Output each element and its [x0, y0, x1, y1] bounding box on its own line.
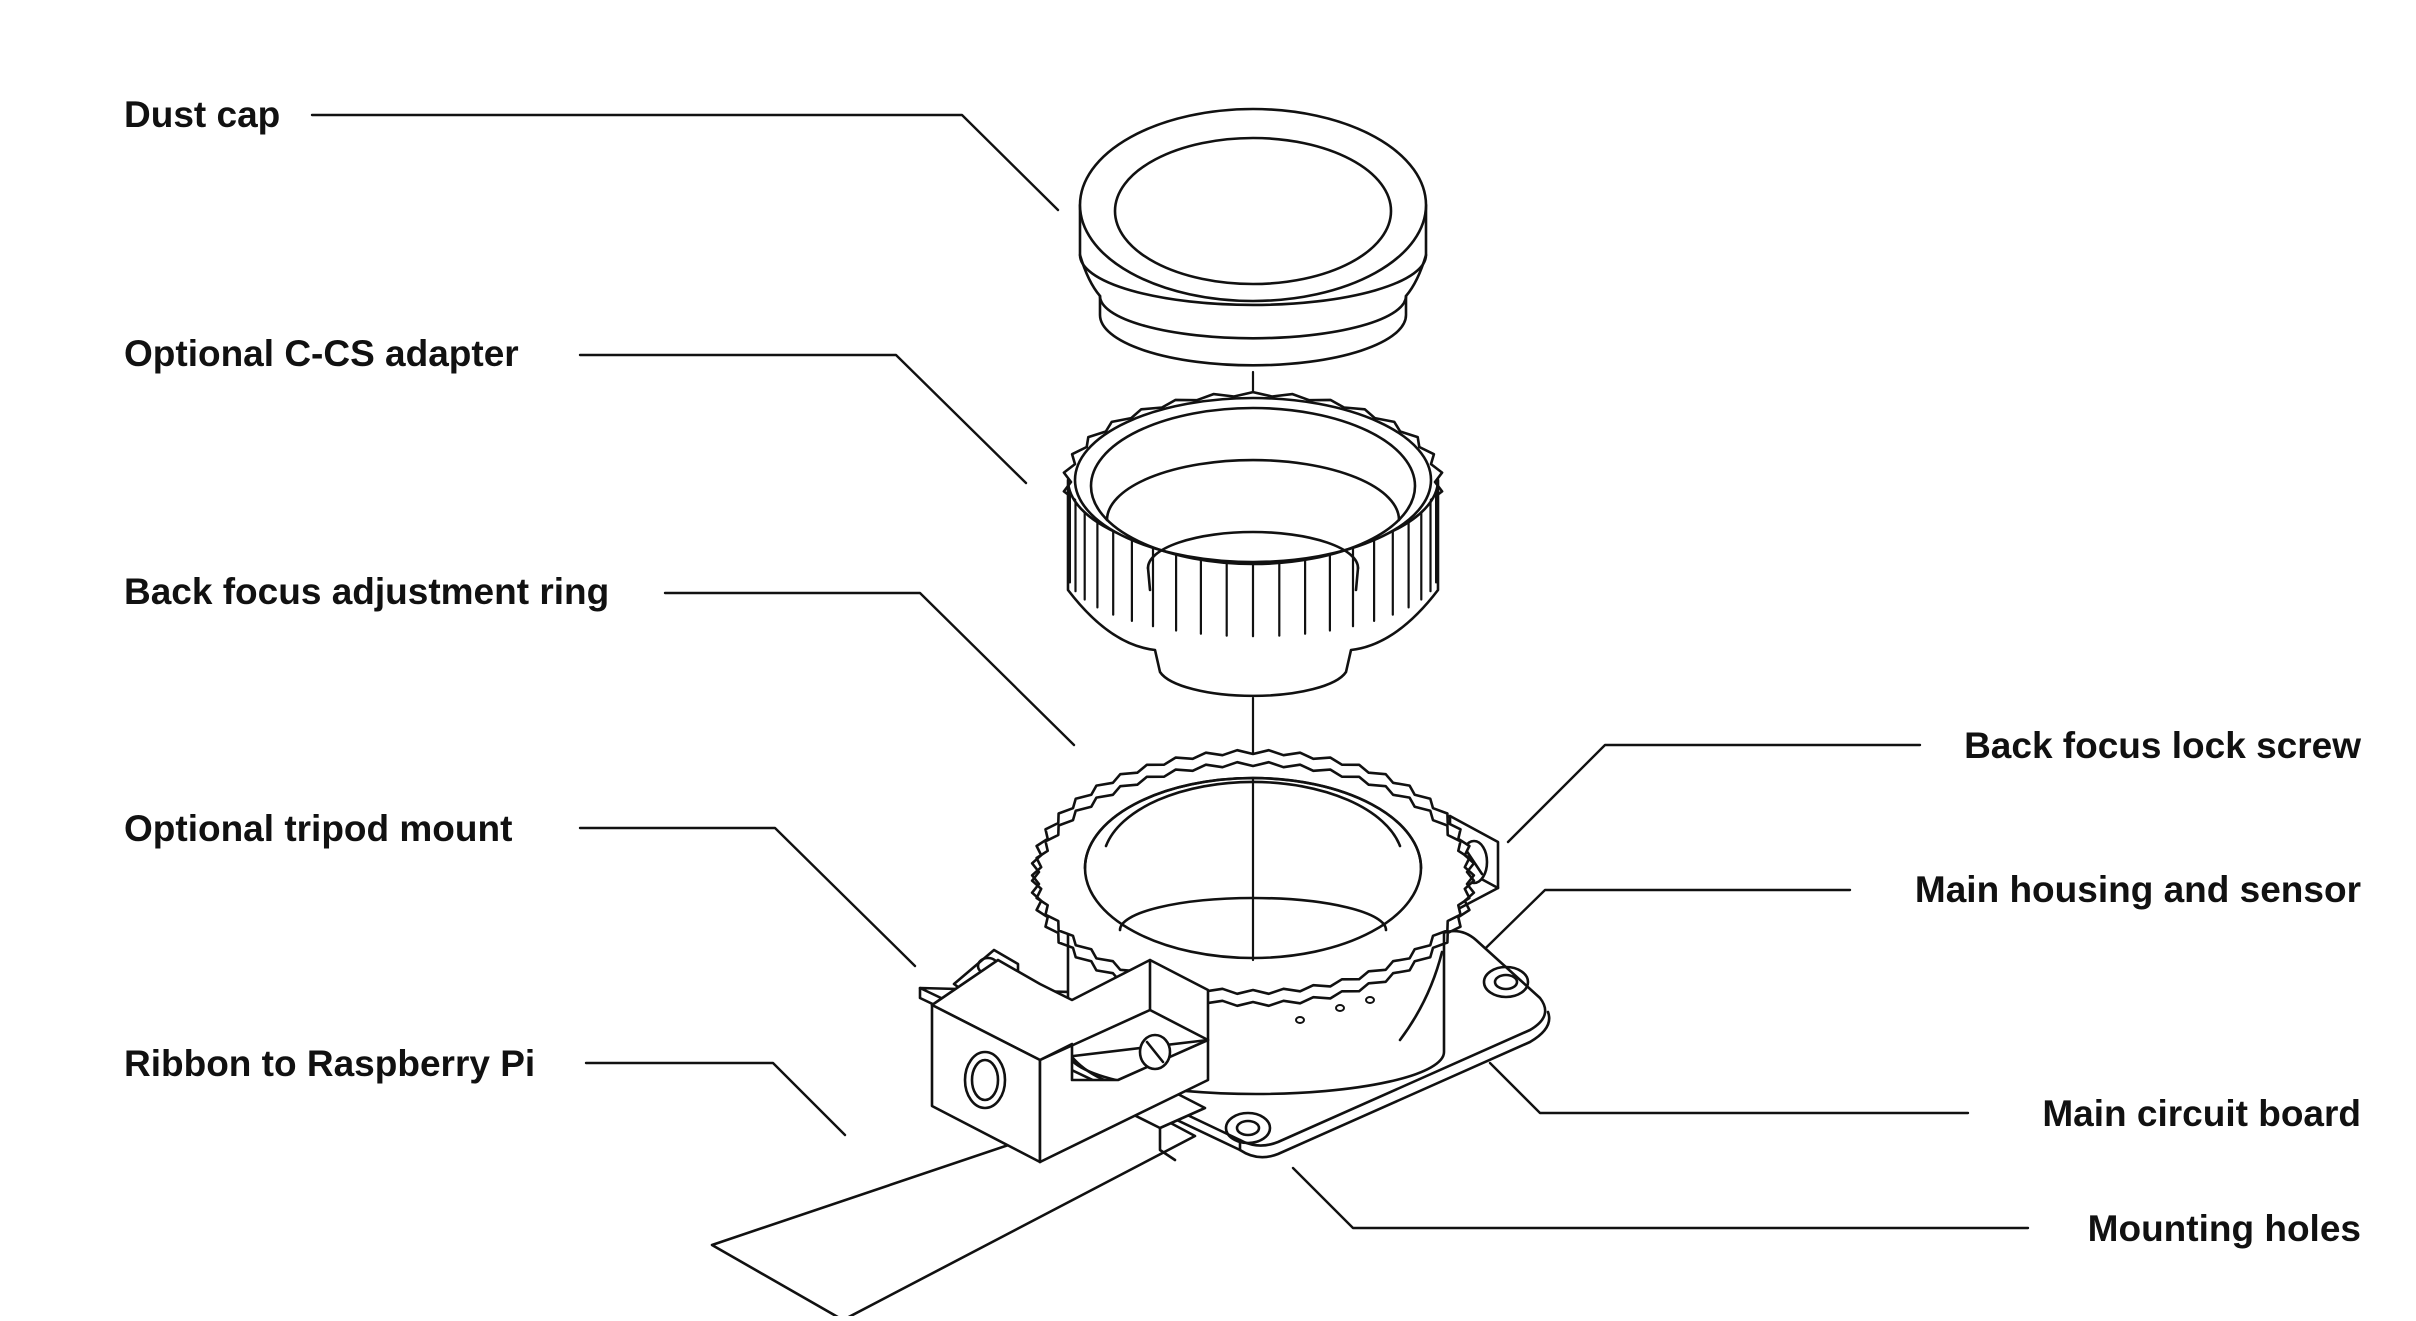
leader-mounting-holes	[1291, 1166, 2030, 1230]
adapter-bore-top	[1089, 406, 1417, 566]
c-cs-adapter	[1062, 390, 1444, 698]
tripod-thread-hole	[963, 1050, 1007, 1110]
label-dust-cap: Dust cap	[124, 94, 281, 135]
leader-dust-cap	[310, 113, 1060, 212]
ring-teeth-lower	[1030, 760, 1476, 1008]
adapter-ribs	[1068, 490, 1438, 638]
ribbon	[710, 1101, 1197, 1321]
adapter-bore-inner	[1146, 530, 1360, 570]
leader-circuit-board	[1488, 1061, 1970, 1115]
tripod-mount	[930, 948, 1210, 1164]
label-housing-sensor: Main housing and sensor	[1914, 869, 2361, 910]
mounting-hole-front	[1224, 1111, 1272, 1145]
dust-cap-top	[1078, 107, 1428, 303]
label-circuit-board: Main circuit board	[2042, 1093, 2361, 1134]
adapter-bore-step	[1105, 458, 1401, 522]
label-ribbon: Ribbon to Raspberry Pi	[124, 1043, 536, 1084]
dust-cap	[1078, 107, 1428, 367]
housing-screws	[1295, 996, 1375, 1024]
label-c-cs-adapter: Optional C-CS adapter	[124, 333, 519, 374]
adapter-top	[1073, 396, 1433, 564]
label-mounting-holes: Mounting holes	[2087, 1208, 2361, 1249]
leader-back-focus-ring	[663, 591, 1076, 747]
label-lock-screw: Back focus lock screw	[1964, 725, 2361, 766]
back-focus-ring	[1030, 748, 1476, 1008]
leader-c-cs-adapter	[578, 353, 1028, 485]
label-tripod-mount: Optional tripod mount	[124, 808, 513, 849]
dust-cap-inner	[1113, 136, 1393, 286]
label-back-focus-ring: Back focus adjustment ring	[124, 571, 610, 612]
ribbon-cable	[710, 1088, 1207, 1321]
leader-ribbon	[584, 1061, 847, 1137]
leader-tripod-mount	[578, 826, 917, 968]
housing-right-arc	[1398, 950, 1444, 1042]
leader-lines	[310, 113, 2030, 1230]
leader-lock-screw	[1506, 743, 1922, 844]
mounting-hole-right	[1482, 965, 1530, 999]
tripod-screw	[1138, 1033, 1172, 1071]
